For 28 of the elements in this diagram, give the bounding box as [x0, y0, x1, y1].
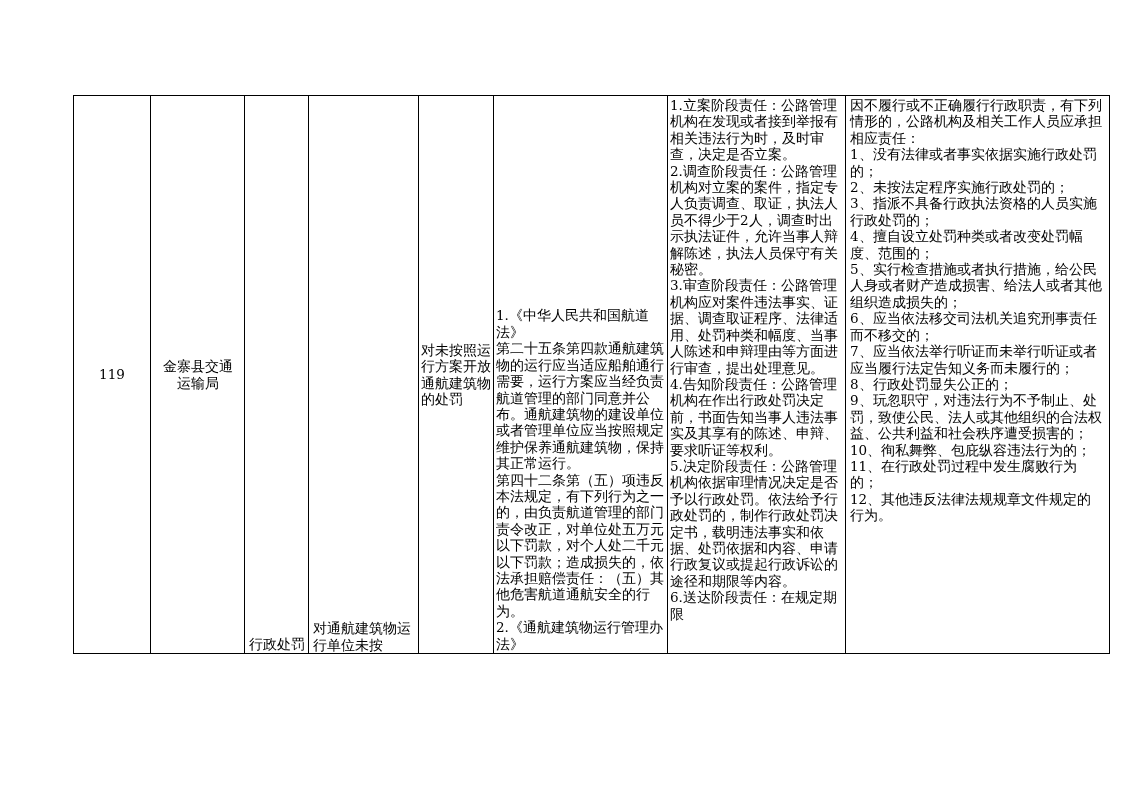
legal-basis-paragraph: 2.《通航建筑物运行管理办法》 — [496, 619, 664, 652]
department-name: 金寨县交通运输局 — [161, 358, 234, 391]
accountability-item: 6、应当依法移交司法机关追究刑事责任而不移交的； — [850, 310, 1098, 344]
responsibility-item: 3.审查阶段责任：公路管理机构应对案件违法事实、证据、调查取证程序、法律适用、处罚种类和幅度、当事人陈述和申辩理由等方面进行审查，提出处理意见。 — [670, 277, 839, 376]
accountability-item: 10、徇私舞弊、包庇纵容违法行为的； — [850, 441, 1093, 458]
item-name: 对通航建筑物运行单位未按 — [313, 620, 412, 653]
accountability-item: 11、在行政处罚过程中发生腐败行为的； — [850, 457, 1079, 491]
category-text: 行政处罚 — [248, 635, 305, 652]
accountability-item: 8、行政处罚显失公正的； — [850, 375, 1014, 393]
responsibility-item: 6.送达阶段责任：在规定期限 — [670, 589, 838, 622]
item-name: 对未按照运行方案开放通航建筑物的处罚 — [421, 341, 491, 408]
responsibility-item: 5.决定阶段责任：公路管理机构依据审理情况决定是否予以行政处罚。依法给予行政处罚的，制作行政处罚决定书，载明违法事实和依据、处罚依据和内容、申请行政复议或提起行政诉讼的途径和期限等内容。 — [670, 457, 839, 590]
accountability-item: 因不履行或不正确履行行政职责，有下列情形的，公路机构及相关工作人员应承担相应责任： — [850, 97, 1103, 147]
accountability-item: 1、没有法律或者事实依据实施行政处罚的； — [850, 146, 1098, 180]
accountability-item: 3、指派不具备行政执法资格的人员实施行政处罚的； — [850, 195, 1098, 229]
responsibility-item: 4.告知阶段责任：公路管理机构在作出行政处罚决定前，书面告知当事人违法事实及其享有的陈述、申辩、要求听证等权利。 — [670, 375, 839, 458]
responsibility-item: 2.调查阶段责任：公路管理机构对立案的案件，指定专人负责调查、取证，执法人员不得少于2人，调查时出示执法证件，允许当事人辩解陈述，执法人员保守有关秘密。 — [670, 162, 839, 278]
responsibility-item: 1.立案阶段责任：公路管理机构在发现或者接到举报有相关违法行为时，及时审查，决定是否立案。 — [670, 97, 839, 163]
accountability-item: 7、应当依法举行听证而未举行听证或者应当履行法定告知义务而未履行的； — [850, 343, 1098, 376]
accountability-item: 4、擅自设立处罚种类或者改变处罚幅度、范围的； — [850, 228, 1084, 262]
accountability-item: 9、玩忽职守，对违法行为不予制止、处罚，致使公民、法人或其他组织的合法权益、公共利益和社会秩序遭受损害的； — [850, 392, 1103, 442]
row-number: 119 — [99, 366, 125, 383]
legal-basis-paragraph: 第四十二条第（五）项违反本法规定，有下列行为之一的，由负责航道管理的部门责令改正，对单位处五万元以下罚款，对个人处二千元以下罚款；造成损失的，依法承担赔偿责任：（五）其他危害航道通航安全的行为。 — [496, 471, 665, 620]
accountability-item: 5、实行检查措施或者执行措施，给公民人身或者财产造成损害、给法人或者其他组织造成损失的； — [850, 261, 1103, 311]
legal-basis-paragraph: 第二十五条第四款通航建筑物的运行应当适应船舶通行需要，运行方案应当经负责航道管理的部门同意并公布。通航建筑物的建设单位或者管理单位应当按照规定维护保养通航建筑物，保持其正常运行。 — [496, 340, 665, 472]
accountability-item: 12、其他违反法律法规规章文件规定的行为。 — [850, 490, 1093, 524]
legal-basis-paragraph: 1.《中华人民共和国航道法》 — [496, 307, 650, 341]
accountability-item: 2、未按法定程序实施行政处罚的； — [850, 179, 1070, 196]
